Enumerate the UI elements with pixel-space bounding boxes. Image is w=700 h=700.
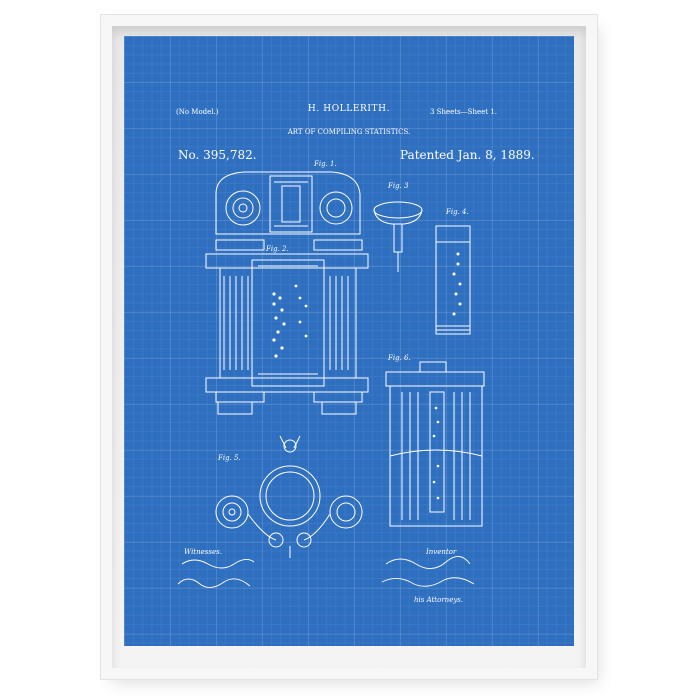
fig5-drawing [215,435,363,558]
fig4-drawing [435,225,471,335]
inventor-name: H. HOLLERITH. [307,104,391,114]
invention-title: ART OF COMPILING STATISTICS. [287,128,411,136]
fig2-drawing [205,239,369,415]
patent-date: Patented Jan. 8, 1889. [400,148,535,162]
witnesses-label: Witnesses. [184,548,222,556]
sheet-info: 3 Sheets—Sheet 1. [430,108,497,116]
fig5-label: Fig. 5. [218,454,241,462]
fig2-label: Fig. 2. [266,245,289,253]
patent-drawings [177,171,485,588]
fig1-drawing [215,171,361,235]
blueprint-grid [124,36,574,646]
signatures [177,556,475,588]
fig3-drawing [373,201,423,272]
fig6-label: Fig. 6. [388,354,411,362]
fig6-drawing [385,361,485,527]
patent-number: No. 395,782. [178,148,257,162]
inventor-label: Inventor [426,548,457,556]
fig2-punch-holes [272,284,308,358]
model-note: (No Model.) [176,108,219,116]
fig4-label: Fig. 4. [446,208,469,216]
blueprint-print: (No Model.) H. HOLLERITH. 3 Sheets—Sheet… [124,36,574,646]
fig1-label: Fig. 1. [314,160,337,168]
fig3-label: Fig. 3 [388,182,409,190]
attorneys-label: his Attorneys. [414,596,464,604]
